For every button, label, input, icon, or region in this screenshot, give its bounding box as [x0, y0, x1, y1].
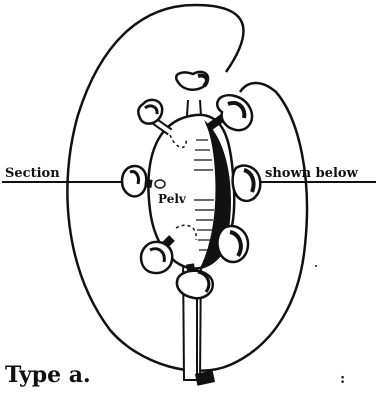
calyx-middle-right — [232, 166, 260, 201]
shown-below-label: shown below — [265, 167, 358, 180]
pelvis-label: Pelv — [158, 193, 186, 205]
calyx-opening-left — [155, 180, 165, 188]
calyx-top — [176, 72, 208, 90]
calyx-upper-right — [208, 95, 252, 130]
type-label: Type a. — [5, 364, 91, 386]
colon-mark: : — [340, 372, 345, 386]
calyx-lower-left — [141, 238, 172, 273]
section-label: Section — [5, 167, 60, 180]
calyx-upper-left — [138, 100, 170, 132]
stray-dot — [315, 265, 317, 267]
calyx-lower-right — [217, 226, 248, 262]
